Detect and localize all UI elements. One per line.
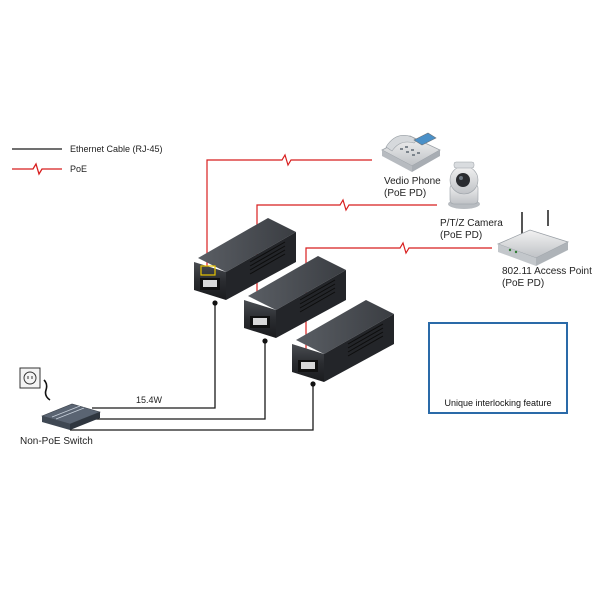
poe-line-phone xyxy=(206,153,372,268)
ethernet-lines xyxy=(70,302,314,431)
poe-lines xyxy=(206,153,492,356)
access-point-icon xyxy=(496,210,570,266)
ap-name: 802.11 Access Point xyxy=(502,266,592,277)
ethernet-line-3 xyxy=(70,382,314,431)
ethernet-line-1 xyxy=(92,302,216,409)
camera-label: P/T/Z Camera (PoE PD) xyxy=(440,218,503,242)
poe-injector-1 xyxy=(194,218,296,306)
camera-sub: (PoE PD) xyxy=(440,230,483,241)
poe-injector-3 xyxy=(292,300,394,387)
camera-icon xyxy=(448,161,480,209)
power-label: 15.4W xyxy=(136,395,163,405)
phone-name: Vedio Phone xyxy=(384,176,441,187)
ap-sub: (PoE PD) xyxy=(502,278,545,289)
camera-name: P/T/Z Camera xyxy=(440,218,503,229)
legend-ethernet-label: Ethernet Cable (RJ-45) xyxy=(70,144,163,154)
phone-sub: (PoE PD) xyxy=(384,188,427,199)
ethernet-line-2 xyxy=(80,340,266,420)
poe-line-camera xyxy=(256,198,437,300)
switch-icon xyxy=(41,403,101,430)
phone-label: Vedio Phone (PoE PD) xyxy=(384,176,441,200)
poe-line-ap xyxy=(305,241,492,356)
phone-icon xyxy=(381,132,441,172)
switch-label: Non-PoE Switch xyxy=(20,436,93,447)
poe-injector-2 xyxy=(244,256,346,344)
legend-poe-line xyxy=(12,162,62,176)
interlocking-callout: Unique interlocking feature xyxy=(428,322,568,414)
legend xyxy=(12,148,62,176)
legend-poe-label: PoE xyxy=(70,164,88,174)
callout-caption: Unique interlocking feature xyxy=(444,398,552,408)
power-outlet-icon xyxy=(19,367,51,401)
ap-label: 802.11 Access Point (PoE PD) xyxy=(502,266,592,290)
